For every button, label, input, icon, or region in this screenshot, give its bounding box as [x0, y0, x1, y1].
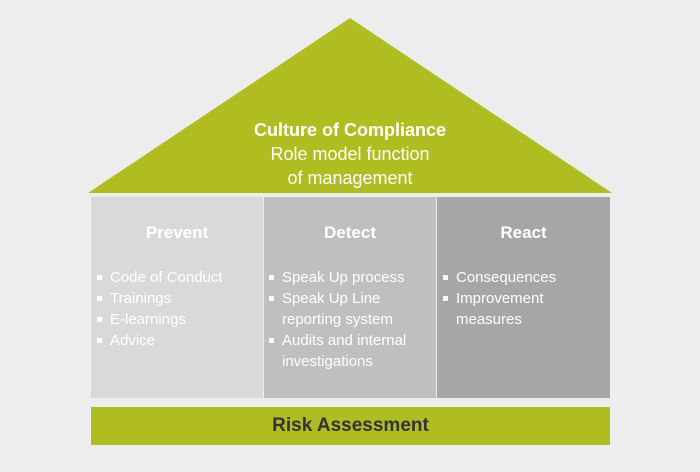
pillar-item-list: Consequences Improvement measures — [443, 267, 563, 330]
list-item: Code of Conduct — [97, 267, 223, 288]
roof-title: Culture of Compliance — [253, 120, 446, 140]
roof-triangle — [88, 18, 612, 193]
pillar-prevent: Prevent Code of Conduct Trainings E-lear… — [91, 197, 263, 398]
pillar-title: React — [500, 223, 547, 242]
roof-subtitle-line2: of management — [287, 168, 413, 188]
pillar-react: React Consequences Improvement measures — [437, 197, 610, 398]
foundation-risk-assessment: Risk Assessment — [91, 407, 610, 445]
list-item: E-learnings — [97, 309, 223, 330]
roof-shape — [88, 18, 612, 193]
pillar-detect: Detect Speak Up process Speak Up Line re… — [264, 197, 436, 398]
list-item: Speak Up process — [269, 267, 429, 288]
list-item: Advice — [97, 330, 223, 351]
list-item: Consequences — [443, 267, 563, 288]
pillar-title: Detect — [324, 223, 376, 242]
list-item: Improvement measures — [443, 288, 563, 330]
pillar-title: Prevent — [145, 223, 209, 242]
pillar-item-list: Code of Conduct Trainings E-learnings Ad… — [97, 267, 223, 351]
pillar-item-list: Speak Up process Speak Up Line reporting… — [269, 267, 429, 372]
roof-subtitle-line1: Role model function — [270, 144, 430, 164]
list-item: Speak Up Line reporting system — [269, 288, 429, 330]
list-item: Trainings — [97, 288, 223, 309]
list-item: Audits and internal investigations — [269, 330, 429, 372]
